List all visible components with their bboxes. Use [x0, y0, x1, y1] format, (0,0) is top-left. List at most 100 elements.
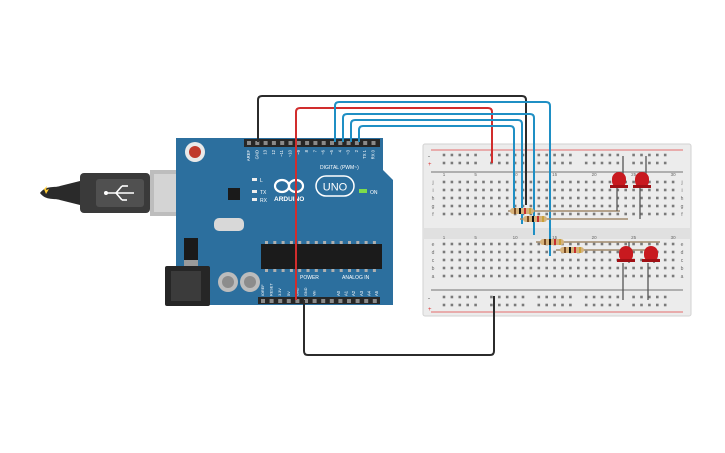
wire-pin-blue-1 [334, 101, 551, 256]
model-label: UNO [323, 182, 348, 194]
row-letter: g [681, 204, 684, 210]
row-letter: d [681, 250, 684, 256]
power-header-label: POWER [300, 275, 319, 281]
resistor-2 [520, 216, 628, 222]
led-rx-label: RX [260, 198, 268, 204]
rail-plus-bottom: + [428, 307, 432, 313]
column-number: 30 [671, 172, 677, 177]
wire-pin-blue-4 [358, 125, 515, 210]
top-pin-label: ~3 [346, 149, 351, 154]
top-pin-label: 8 [304, 149, 309, 152]
row-letter: c [432, 258, 435, 264]
wire-pin-blue-3 [350, 119, 523, 224]
rail-minus-bottom: - [428, 296, 430, 302]
crystal [214, 218, 244, 231]
brand-label: ARDUINO [274, 196, 304, 203]
wires [257, 95, 551, 356]
capacitors [218, 272, 260, 292]
leds [610, 156, 660, 300]
analog-pin-label: A5 [374, 290, 379, 296]
resistor-4 [556, 247, 650, 253]
top-pin-label: ~6 [321, 149, 326, 154]
column-number: 30 [671, 235, 677, 240]
power-pin-label: Vin [313, 291, 317, 296]
wire-pin-blue-2 [342, 113, 535, 235]
row-letter: j [431, 180, 433, 186]
led-3 [617, 242, 635, 300]
microcontroller-chip [261, 244, 382, 269]
column-number: 5 [474, 172, 477, 177]
top-pin-label: GND [254, 150, 259, 159]
row-letter: a [432, 274, 435, 280]
top-pin-label: 13 [263, 149, 268, 154]
row-letter: f [432, 212, 434, 218]
row-letter: j [680, 180, 682, 186]
led-4 [642, 246, 660, 300]
top-pin-label: RX 0 [371, 149, 376, 159]
digital-header-label: DIGITAL (PWM~) [320, 165, 359, 171]
row-letter: a [681, 274, 684, 280]
column-number: 1 [443, 235, 446, 240]
analog-pin-label: A1 [344, 290, 349, 296]
top-pin-label: ~11 [279, 149, 284, 156]
wire-gnd-bottom-black [303, 296, 495, 356]
column-number: 20 [592, 172, 598, 177]
top-pin-label: ~5 [329, 149, 334, 154]
row-letter: i [432, 188, 433, 194]
analog-header-label: ANALOG IN [342, 275, 370, 281]
wire-5v-red [295, 107, 493, 300]
wire-gnd-black [257, 95, 527, 205]
led-tx-label: TX [260, 190, 267, 196]
power-pin-label: RESET [270, 283, 274, 296]
rail-plus-top: + [428, 162, 432, 168]
row-letter: f [681, 212, 683, 218]
column-number: 15 [552, 235, 558, 240]
row-letter: d [432, 250, 435, 256]
resistor-3 [536, 239, 660, 245]
led-1 [610, 156, 628, 211]
top-pin-label: 12 [271, 149, 276, 154]
column-number: 25 [631, 172, 637, 177]
column-number: 15 [552, 172, 558, 177]
analog-pin-label: A3 [359, 290, 364, 296]
row-letter: b [681, 266, 684, 272]
row-letter: g [432, 204, 435, 210]
power-pin-label: GND [295, 287, 299, 296]
power-pin-label: GND [304, 287, 308, 296]
column-number: 10 [513, 235, 519, 240]
top-pin-label: 4 [337, 149, 342, 152]
power-pin-label: IOREF [261, 284, 265, 296]
rail-minus-top: - [428, 154, 430, 160]
row-letter: c [681, 258, 684, 264]
row-letter: h [681, 196, 684, 202]
resistor-1 [508, 208, 620, 214]
column-number: 5 [474, 235, 477, 240]
row-letter: b [432, 266, 435, 272]
column-number: 25 [631, 235, 637, 240]
led-2 [633, 156, 651, 219]
top-pin-label: ~9 [296, 149, 301, 154]
power-pin-label: 5V [287, 291, 291, 296]
column-number: 10 [513, 172, 519, 177]
column-number: 1 [443, 172, 446, 177]
resistors [508, 208, 660, 253]
led-indicators [252, 178, 367, 201]
top-pin-label: 7 [312, 149, 317, 152]
analog-pin-label: A0 [336, 290, 341, 296]
led-l-label: L [260, 178, 263, 184]
arduino-uno-board: L TX RX ON ARDUINO UNO DIGITAL (PWM~) PO… [165, 138, 393, 306]
top-pin-label: TX 1 [362, 149, 367, 159]
row-letter: e [681, 242, 684, 248]
column-number: 20 [592, 235, 598, 240]
row-letter: h [432, 196, 435, 202]
top-pin-label: 2 [354, 149, 359, 152]
top-pin-label: ~10 [288, 149, 293, 157]
analog-pin-label: A4 [366, 290, 371, 296]
digital-header [244, 139, 380, 147]
row-letter: i [681, 188, 682, 194]
analog-pin-label: A2 [351, 290, 356, 296]
top-pin-label: AREF [246, 150, 251, 162]
power-pin-label: 3.3V [278, 288, 282, 296]
